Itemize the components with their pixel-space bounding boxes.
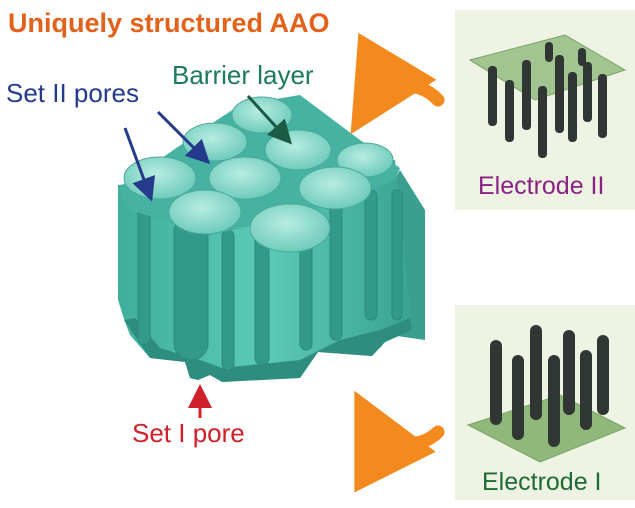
aao-block: [118, 95, 425, 382]
electrode-2-panel: [455, 10, 635, 210]
curved-arrow-bottom: [354, 390, 445, 493]
barrier-arrow: [246, 94, 293, 145]
curved-arrow-top: [350, 32, 445, 135]
set2-arrow-2: [156, 110, 211, 165]
electrode-1-label: Electrode I: [482, 468, 602, 496]
electrode-1-panel: [455, 305, 635, 500]
electrode-2-rods: [488, 42, 607, 158]
pore-channels: [137, 189, 403, 371]
set2-arrow-1: [123, 127, 156, 202]
set1-pore-label: Set I pore: [132, 418, 245, 448]
aao-bottom-ledge: [124, 318, 412, 382]
figure-title: Uniquely structured AAO: [8, 8, 330, 38]
set2-pores-label: Set II pores: [6, 78, 139, 108]
electrode-2-label: Electrode II: [478, 172, 605, 200]
electrode-1-rods: [490, 325, 609, 447]
barrier-layer-label: Barrier layer: [172, 60, 314, 90]
